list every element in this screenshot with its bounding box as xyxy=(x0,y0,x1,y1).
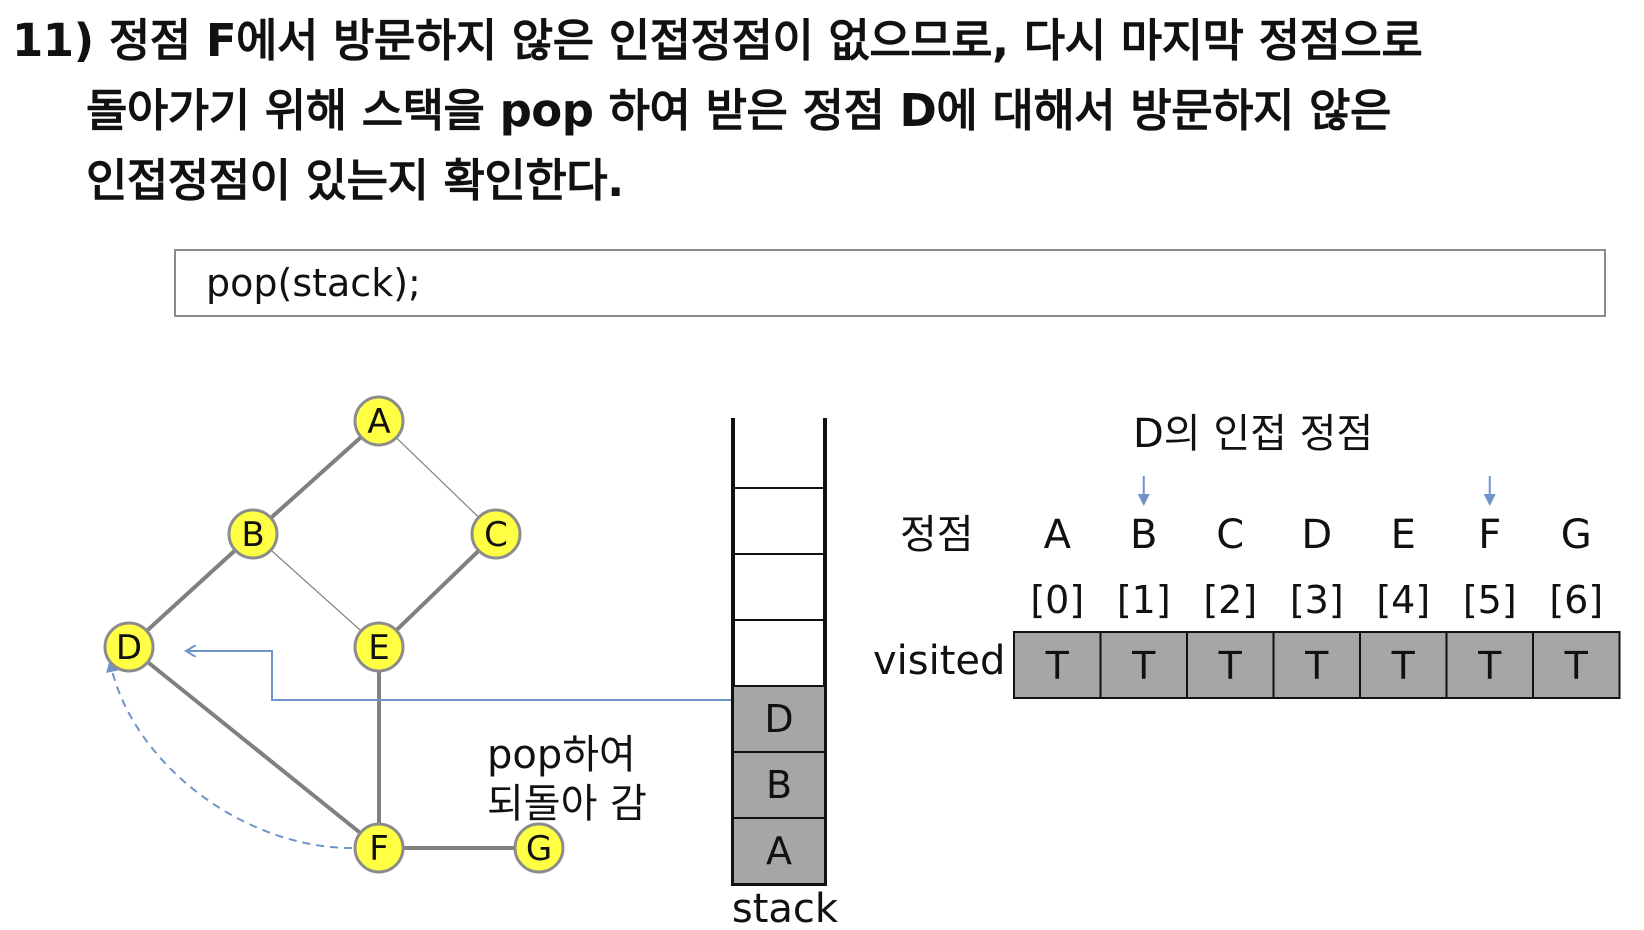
graph-edge-d-f xyxy=(127,645,381,850)
step-line-1: 11) 정점 F에서 방문하지 않은 인접정점이 없으므로, 다시 마지막 정점… xyxy=(12,14,1423,67)
visited-cell xyxy=(1013,631,1102,699)
graph-node-circle xyxy=(513,822,565,874)
visited-value: T xyxy=(1131,644,1156,688)
code-text: pop(stack); xyxy=(206,261,421,305)
stack-item: A xyxy=(766,829,792,873)
graph-node-label: B xyxy=(241,515,264,555)
visited-value: T xyxy=(1218,644,1243,688)
step-line-2: 돌아가기 위해 스택을 pop 하여 받은 정점 D에 대해서 방문하지 않은 xyxy=(86,84,1391,137)
graph-node-e: E xyxy=(353,621,405,673)
stack-cell xyxy=(732,685,826,753)
vertex-label: F xyxy=(1478,512,1501,558)
step-line-3: 인접정점이 있는지 확인한다. xyxy=(86,154,624,207)
graph-node-circle xyxy=(353,621,405,673)
vertex-index: [3] xyxy=(1290,578,1344,622)
visited-value: T xyxy=(1045,644,1070,688)
graph-node-circle xyxy=(103,621,155,673)
graph-nodes: A B C D E F G xyxy=(103,395,565,874)
vertex-label: A xyxy=(1044,512,1072,558)
stack-item: D xyxy=(764,697,793,741)
adjacency-table: A [0] T B [1] T C [2] T D [3] T E [4] T F [5] T G [6] T xyxy=(1013,476,1621,699)
vertex-index: [0] xyxy=(1030,578,1084,622)
graph-node-b: B xyxy=(227,508,279,560)
graph-node-g: G xyxy=(513,822,565,874)
graph-node-d: D xyxy=(103,621,155,673)
vertex-label: E xyxy=(1391,512,1416,558)
visited-value: T xyxy=(1564,644,1589,688)
graph-edge-c-e xyxy=(377,532,498,649)
visited-label: visited xyxy=(873,638,1005,684)
visited-value: T xyxy=(1477,644,1502,688)
graph-node-label: C xyxy=(484,515,508,555)
visited-cell xyxy=(1359,631,1448,699)
graph-node-label: D xyxy=(116,628,142,668)
visited-cell xyxy=(1445,631,1534,699)
visited-cell xyxy=(1186,631,1275,699)
adjacency-title: D의 인접 정점 xyxy=(1133,411,1373,457)
stack-label: stack xyxy=(732,886,839,930)
graph-edge-b-e xyxy=(252,533,380,648)
graph-node-circle xyxy=(470,508,522,560)
vertex-row-label: 정점 xyxy=(900,512,974,558)
vertex-index: [1] xyxy=(1117,578,1171,622)
stack-item: B xyxy=(766,763,792,807)
vertex-label: D xyxy=(1301,512,1332,558)
graph-node-label: F xyxy=(369,829,389,869)
vertex-index: [2] xyxy=(1203,578,1257,622)
graph-edge-a-c xyxy=(378,420,497,535)
graph-node-circle xyxy=(353,395,405,447)
vertex-label: C xyxy=(1216,512,1244,558)
step-description: 11) 정점 F에서 방문하지 않은 인접정점이 없으므로, 다시 마지막 정점… xyxy=(12,6,1632,216)
code-box: pop(stack); xyxy=(174,249,1606,317)
graph-node-label: A xyxy=(367,402,390,442)
stack: ABD xyxy=(731,418,827,886)
graph-node-circle xyxy=(227,508,279,560)
backtrack-label-1: pop하여 xyxy=(487,732,636,778)
stack-cell xyxy=(732,751,826,819)
backtrack-arrow xyxy=(106,660,353,849)
graph-node-a: A xyxy=(353,395,405,447)
graph-node-circle xyxy=(353,822,405,874)
graph-node-c: C xyxy=(470,508,522,560)
vertex-label: G xyxy=(1561,512,1592,558)
visited-cell xyxy=(1532,631,1621,699)
visited-value: T xyxy=(1304,644,1329,688)
graph-edge-a-b xyxy=(251,419,381,536)
visited-value: T xyxy=(1391,644,1416,688)
graph-node-label: G xyxy=(526,829,552,869)
vertex-label: B xyxy=(1130,512,1157,558)
vertex-index: [6] xyxy=(1549,578,1603,622)
backtrack-label-2: 되돌아 감 xyxy=(487,781,647,827)
visited-cell xyxy=(1099,631,1188,699)
graph-edges xyxy=(127,419,539,850)
vertex-index: [5] xyxy=(1463,578,1517,622)
graph-edge-b-d xyxy=(127,532,255,649)
stack-cell xyxy=(732,817,826,885)
graph-node-f: F xyxy=(353,822,405,874)
vertex-index: [4] xyxy=(1376,578,1430,622)
graph-node-label: E xyxy=(368,628,389,668)
pop-arrow xyxy=(186,651,733,701)
visited-cell xyxy=(1272,631,1361,699)
